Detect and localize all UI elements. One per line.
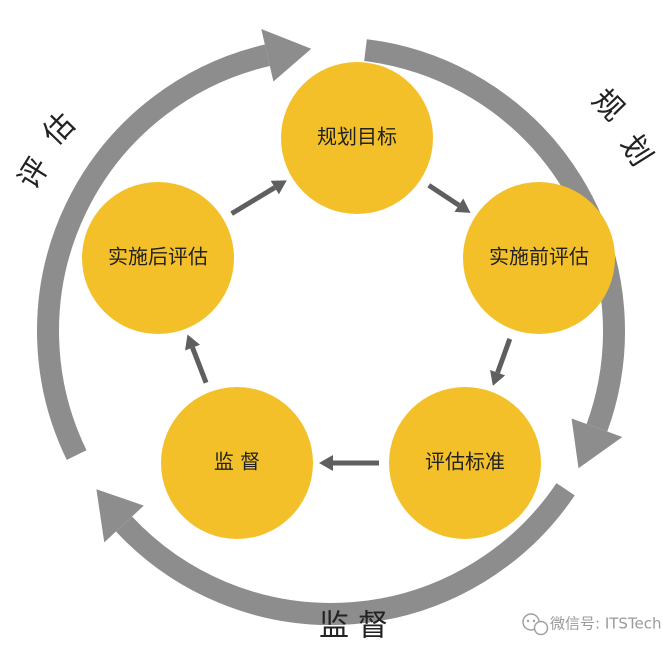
connector-arrow-goal-to-pre <box>427 183 461 208</box>
watermark-text: 微信号: ITSTech <box>550 615 662 633</box>
supervision-arc-arrow <box>115 483 575 625</box>
node-supervision: 监 督 <box>161 387 313 539</box>
node-label: 规划目标 <box>317 125 397 149</box>
connector-arrow-post-to-goal <box>230 185 277 216</box>
connector-arrowhead-pre-to-standard <box>490 369 506 386</box>
node-planning-goal: 规划目标 <box>281 62 433 214</box>
node-label: 实施后评估 <box>108 245 208 269</box>
node-assessment-standard: 评估标准 <box>389 387 541 539</box>
supervision-label-char-2: 督 <box>358 609 388 644</box>
planning-arc-arrow <box>364 39 625 432</box>
node-circle <box>463 182 615 334</box>
supervision-label-char-1: 监 <box>319 609 349 644</box>
node-connectors <box>185 180 513 471</box>
planning-label-char-1: 规 <box>585 82 631 128</box>
connector-arrow-pre-to-standard <box>495 338 513 374</box>
connector-arrowhead-standard-to-supervision <box>319 455 333 471</box>
evaluation-arrowhead <box>261 28 312 82</box>
evaluation-label-char-1: 评 <box>11 151 57 195</box>
node-circle <box>82 182 234 334</box>
outer-cycle-arrows <box>37 28 625 625</box>
node-circle <box>161 387 313 539</box>
evaluation-arc-arrow <box>37 44 270 460</box>
node-label: 评估标准 <box>425 450 505 474</box>
node-post-assessment: 实施后评估 <box>82 182 234 334</box>
node-circle <box>389 387 541 539</box>
planning-label-char-2: 划 <box>613 128 659 172</box>
node-pre-assessment: 实施前评估 <box>463 182 615 334</box>
wechat-icon <box>522 613 549 636</box>
connector-arrowhead-supervision-to-post <box>185 334 200 351</box>
connector-arrowhead-goal-to-pre <box>454 198 471 213</box>
connector-arrow-supervision-to-post <box>190 346 209 384</box>
evaluation-label-char-2: 估 <box>36 106 82 152</box>
connector-arrowhead-post-to-goal <box>270 180 287 195</box>
watermark: 微信号: ITSTech <box>522 613 662 636</box>
planning-arrowhead <box>571 418 623 469</box>
node-circle <box>281 62 433 214</box>
node-label: 实施前评估 <box>489 245 589 269</box>
node-label: 监 督 <box>214 450 260 474</box>
supervision-arrowhead <box>96 489 144 543</box>
